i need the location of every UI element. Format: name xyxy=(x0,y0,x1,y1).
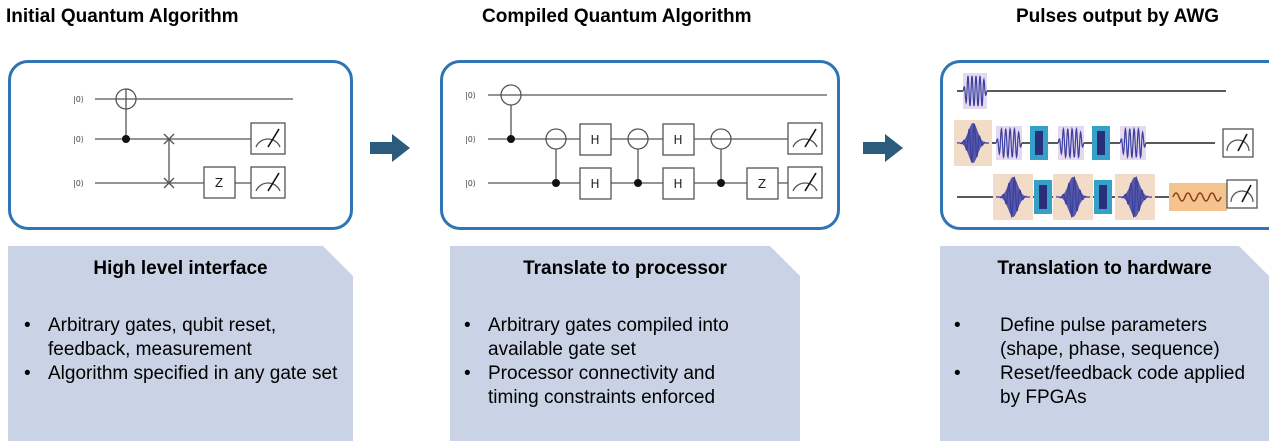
note-high-level-interface: High level interface •Arbitrary gates, q… xyxy=(8,246,353,441)
h-gate xyxy=(579,123,612,156)
ket-label: |0⟩ xyxy=(73,179,84,188)
measure-icon xyxy=(787,122,823,155)
h-gate-label: H xyxy=(590,133,599,147)
measure-icon xyxy=(250,166,286,199)
z-gate xyxy=(203,166,236,199)
note-title: Translation to hardware xyxy=(997,258,1212,279)
h-gate-label: H xyxy=(590,177,599,191)
ket-label: |0⟩ xyxy=(73,135,84,144)
flat-pulse xyxy=(1057,126,1085,160)
measure-icon xyxy=(1226,179,1258,209)
note-translate-to-processor: Translate to processor •Arbitrary gates … xyxy=(450,246,800,441)
square-pulse-core xyxy=(1035,131,1043,155)
right-arrow-icon xyxy=(863,134,903,162)
z-gate-label: Z xyxy=(758,177,766,191)
list-item: •Arbitrary gates compiled into available… xyxy=(464,315,729,360)
bullet-list: •Arbitrary gates, qubit reset, feedback,… xyxy=(22,314,347,386)
bullet-text: Algorithm specified in any gate set xyxy=(48,363,338,384)
pulse-sequence-diagram xyxy=(954,73,1258,220)
compiled-circuit-panel: H H H H Z |0⟩ |0⟩ |0⟩ xyxy=(440,60,840,230)
measure-icon xyxy=(1222,128,1254,158)
ket-label: |0⟩ xyxy=(465,135,476,144)
note-translation-to-hardware: Translation to hardware •Define pulse pa… xyxy=(940,246,1269,441)
bullet-list: •Define pulse parameters (shape, phase, … xyxy=(942,314,1267,410)
list-item: •Reset/feedback code applied by FPGAs xyxy=(954,363,1246,408)
column-title-initial: Initial Quantum Algorithm xyxy=(6,6,239,27)
readout-pulse xyxy=(1169,183,1227,211)
z-gate-label: Z xyxy=(215,176,223,190)
bullet-text: Define pulse parameters (shape, phase, s… xyxy=(1000,315,1220,360)
bullet-text: Arbitrary gates, qubit reset, feedback, … xyxy=(48,315,277,360)
bullet-text: Processor connectivity and timing constr… xyxy=(488,363,716,408)
flat-pulse xyxy=(995,126,1023,160)
pulse-envelope xyxy=(1056,177,1090,217)
list-item: •Algorithm specified in any gate set xyxy=(24,363,338,384)
flat-pulse xyxy=(962,75,988,107)
bullet-list: •Arbitrary gates compiled into available… xyxy=(462,314,762,410)
h-gate-label: H xyxy=(673,133,682,147)
measure-icon xyxy=(250,122,286,155)
bullet-text: Arbitrary gates compiled into available … xyxy=(488,315,729,360)
pulse-envelope xyxy=(957,123,989,163)
note-title: Translate to processor xyxy=(523,258,727,279)
h-gate xyxy=(662,123,695,156)
square-pulse-core xyxy=(1099,185,1107,209)
initial-circuit-panel: Z |0⟩ |0⟩ |0⟩ xyxy=(8,60,353,230)
right-arrow-icon xyxy=(370,134,410,162)
measure-icon xyxy=(787,166,823,199)
h-gate xyxy=(662,167,695,200)
list-item: •Processor connectivity and timing const… xyxy=(464,363,716,408)
column-title-compiled: Compiled Quantum Algorithm xyxy=(482,6,752,27)
pulse-envelope xyxy=(996,177,1030,217)
ket-label: |0⟩ xyxy=(465,91,476,100)
h-gate-label: H xyxy=(673,177,682,191)
h-gate xyxy=(579,167,612,200)
pulse-envelope xyxy=(1118,177,1152,217)
square-pulse-core xyxy=(1039,185,1047,209)
list-item: •Define pulse parameters (shape, phase, … xyxy=(954,315,1220,360)
column-title-pulses: Pulses output by AWG xyxy=(1016,6,1220,27)
note-title: High level interface xyxy=(93,258,268,279)
pulse-sequence-panel xyxy=(940,60,1269,230)
ket-label: |0⟩ xyxy=(73,95,84,104)
ket-label: |0⟩ xyxy=(465,179,476,188)
flat-pulse xyxy=(1119,126,1147,160)
z-gate xyxy=(746,167,779,200)
bullet-text: Reset/feedback code applied by FPGAs xyxy=(1000,363,1246,408)
square-pulse-core xyxy=(1097,131,1105,155)
list-item: •Arbitrary gates, qubit reset, feedback,… xyxy=(24,315,277,360)
initial-circuit-diagram: Z |0⟩ |0⟩ |0⟩ xyxy=(73,88,293,199)
compiled-circuit-diagram: H H H H Z |0⟩ |0⟩ |0⟩ xyxy=(465,84,827,200)
